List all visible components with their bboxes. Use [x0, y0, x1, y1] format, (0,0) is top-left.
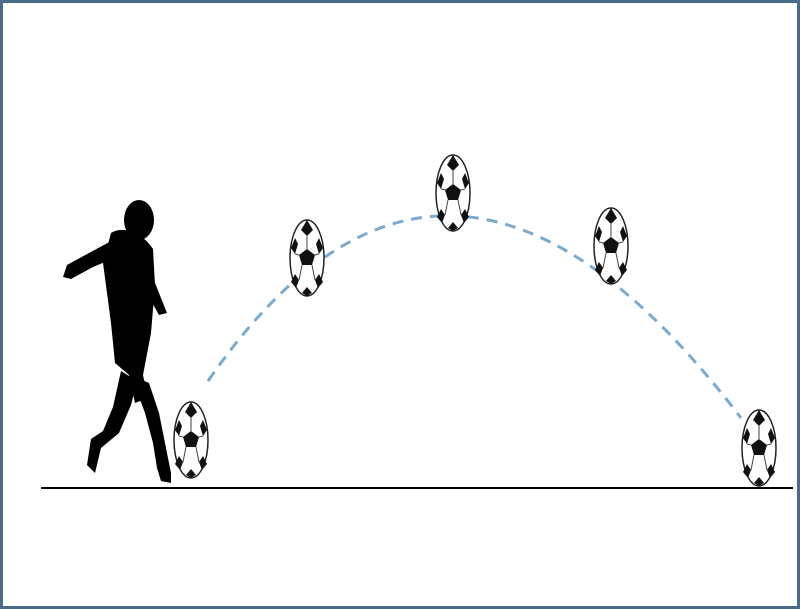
soccer-ball-icon [289, 219, 325, 297]
kicking-player-silhouette-icon [63, 200, 171, 483]
soccer-ball-icon [173, 401, 209, 479]
soccer-ball-icon [593, 207, 629, 285]
trajectory-path [206, 214, 743, 419]
soccer-ball-icon [741, 409, 777, 487]
projectile-diagram [41, 154, 793, 489]
soccer-ball-icon [435, 154, 471, 232]
